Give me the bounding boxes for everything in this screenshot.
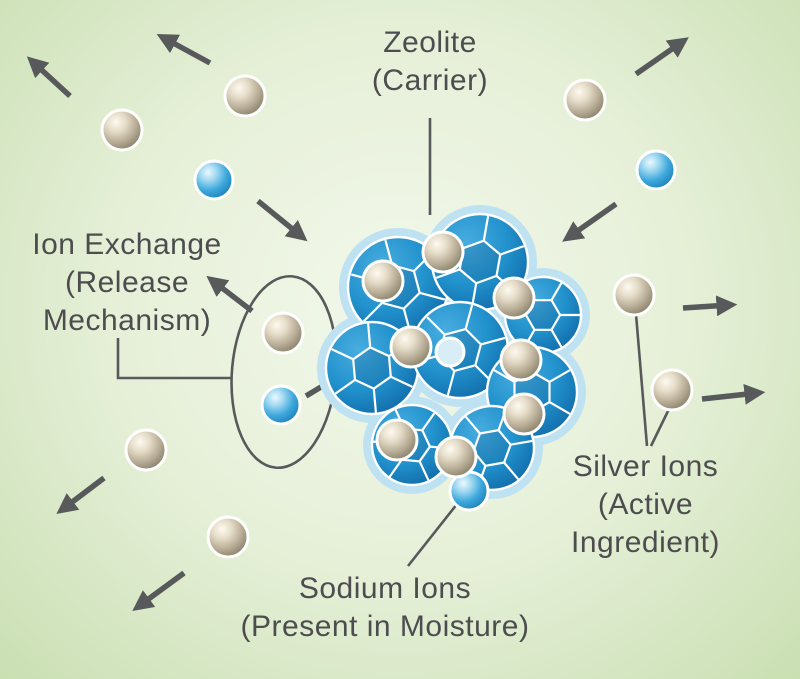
silver-ion: [650, 368, 694, 412]
silver-ion: [612, 273, 656, 317]
silver-pointer-line-2: [649, 408, 671, 447]
sodium-ion: [260, 384, 302, 426]
cage-edge: [550, 282, 563, 301]
cage-edge: [464, 416, 481, 435]
release-arrow: [56, 475, 106, 515]
cage-edge: [362, 302, 383, 323]
cage-edge: [499, 245, 525, 256]
cage-edge: [334, 378, 356, 395]
ion-exchange-label-line1: Ion Exchange: [32, 228, 222, 261]
release-arrow: [701, 383, 766, 405]
sodium-pointer-line: [406, 498, 463, 567]
silver-ion: [389, 325, 433, 369]
cage-edge: [464, 304, 474, 330]
cage-edge: [548, 369, 571, 383]
silver-pointer-line-1: [634, 313, 649, 447]
cage-edge: [426, 316, 446, 336]
cage-edge: [388, 459, 403, 478]
silver-ions-label-line3: Ingredient): [571, 526, 720, 559]
silver-ion: [100, 108, 144, 152]
release-arrow: [156, 34, 212, 66]
release-arrow: [634, 37, 689, 77]
cage-edge: [372, 388, 377, 413]
silver-ion: [434, 435, 478, 479]
silver-ion: [361, 259, 405, 303]
cage-edge: [480, 336, 506, 346]
ion-exchange-pointer-line: [116, 338, 231, 380]
cage-edge: [510, 439, 533, 446]
silver-ion: [261, 311, 305, 355]
ion-exchange-label-line2: (Release: [64, 266, 190, 299]
release-arrow: [26, 56, 72, 99]
silver-ion: [492, 276, 536, 320]
silver-ion: [223, 74, 267, 118]
zeolite-pore: [434, 336, 466, 368]
cage-edge: [503, 461, 520, 480]
cage-edge: [418, 460, 430, 481]
release-arrow: [132, 570, 186, 611]
cage-edge: [482, 215, 490, 241]
cage-edge: [390, 375, 413, 388]
release-arrows: [26, 34, 766, 611]
silver-ions-label-line1: Silver Ions: [572, 450, 719, 483]
silver-ion: [502, 392, 546, 436]
release-arrow: [206, 275, 254, 314]
cage-edge: [446, 370, 456, 396]
release-arrow: [562, 201, 618, 242]
cage-edge: [435, 268, 461, 279]
ions: [100, 74, 694, 559]
ion-exchange-label-line3: Mechanism): [42, 304, 212, 337]
cage-edge: [548, 401, 571, 415]
ion-exchange-label: Ion Exchange (Release Mechanism): [12, 226, 242, 340]
zeolite-label-line1: Zeolite: [383, 26, 477, 59]
sodium-ion: [635, 149, 677, 191]
cage-edge: [367, 323, 372, 348]
silver-ions-label-line2: (Active: [597, 488, 694, 521]
silver-ion: [206, 515, 250, 559]
cage-edge: [421, 412, 436, 431]
sodium-ions-label-line2: (Present in Moisture): [240, 610, 530, 643]
release-arrow: [256, 198, 308, 242]
zeolite-label-line2: (Carrier): [371, 64, 489, 97]
silver-ions-label: Silver Ions (Active Ingredient): [533, 448, 758, 562]
silver-ion: [421, 230, 465, 274]
cage-edge: [331, 348, 354, 361]
cage-edge: [550, 329, 563, 348]
zeolite-label: Zeolite (Carrier): [310, 24, 550, 100]
cage-edge: [493, 369, 516, 383]
sodium-ions-label: Sodium Ions (Present in Moisture): [165, 570, 605, 646]
sodium-ions-label-line1: Sodium Ions: [298, 572, 472, 605]
silver-ion: [563, 78, 607, 122]
cage-edge: [419, 291, 446, 301]
silver-ion: [124, 428, 168, 472]
silver-ion: [375, 418, 419, 462]
release-arrow: [682, 295, 738, 317]
sodium-ion: [193, 159, 235, 201]
silver-ion: [499, 338, 543, 382]
